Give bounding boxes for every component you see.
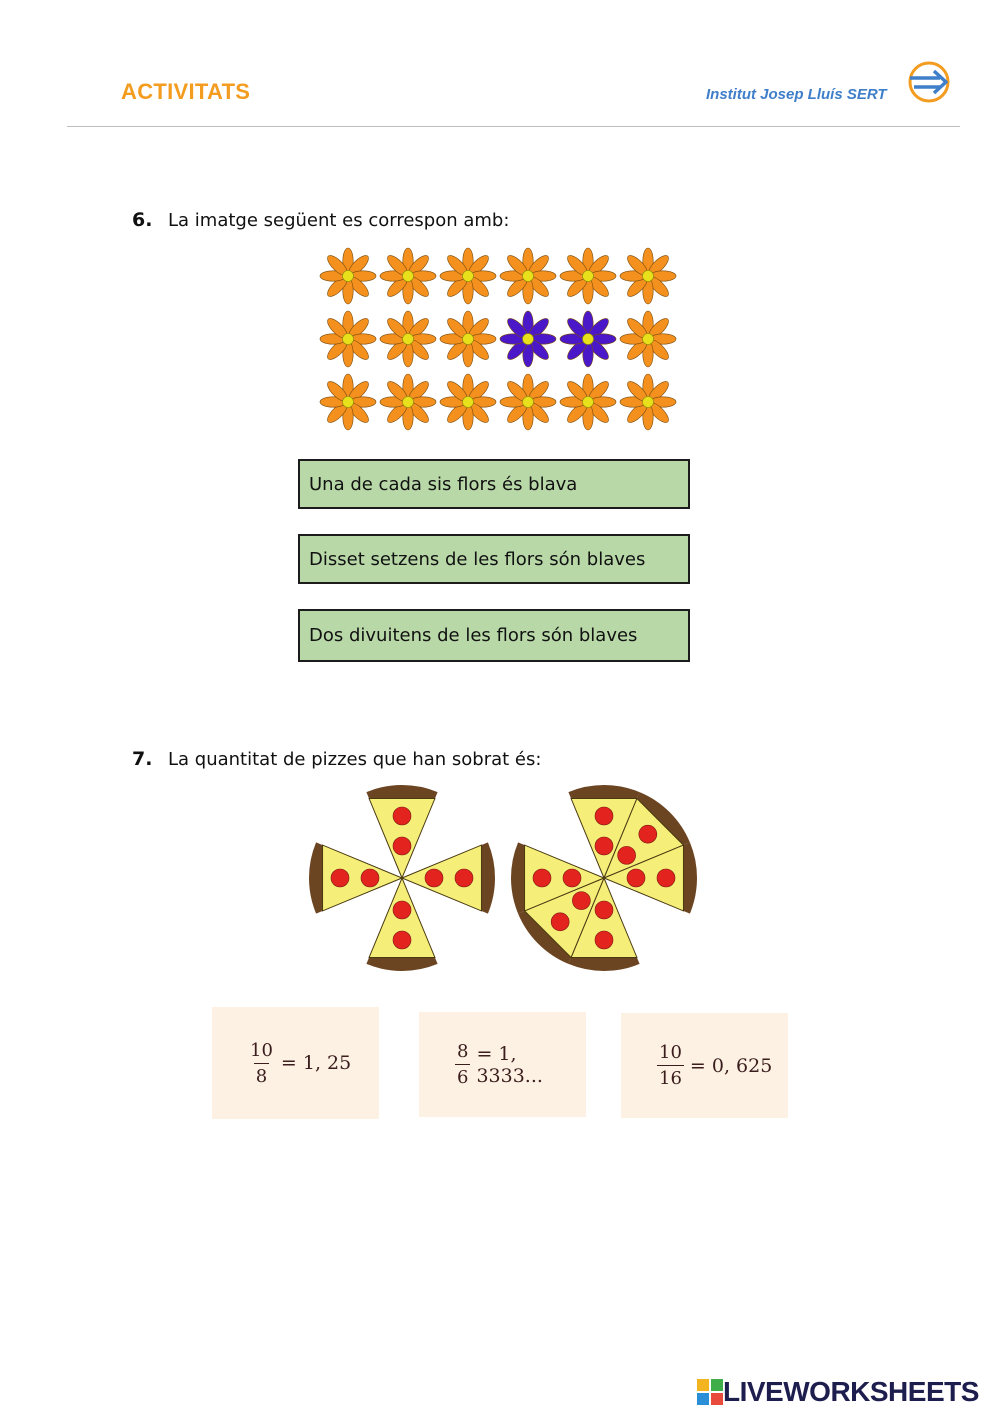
pizza-slice	[511, 842, 606, 914]
fraction-numerator: 10	[659, 1042, 682, 1063]
orange-flower	[499, 247, 557, 305]
fraction-numerator: 10	[250, 1039, 273, 1061]
liveworksheets-logo: LIVEWORKSHEETS	[697, 1376, 979, 1407]
q7-option-2[interactable]: 8 6 = 1, 3333...	[419, 1012, 586, 1117]
fraction-result: = 0, 625	[689, 1054, 773, 1077]
school-logo-icon	[908, 61, 950, 103]
liveworksheets-grid-icon	[697, 1379, 723, 1405]
orange-flower	[439, 373, 497, 431]
fraction-result: = 1, 3333...	[476, 1042, 543, 1087]
question-7-number: 7.	[132, 748, 153, 770]
fraction-denominator: 6	[455, 1064, 471, 1088]
orange-flower	[619, 310, 677, 368]
fraction: 10 8	[248, 1040, 275, 1087]
pizza-slice	[400, 842, 495, 914]
orange-flower	[379, 247, 437, 305]
header-divider	[67, 126, 960, 127]
orange-flower	[319, 373, 377, 431]
orange-flower	[559, 247, 617, 305]
question-7-text: La quantitat de pizzes que han sobrat és…	[168, 749, 542, 770]
q6-option-1[interactable]: Una de cada sis flors és blava	[298, 459, 690, 509]
school-name: Institut Josep Lluís SERT	[706, 86, 887, 103]
pizza-slice	[518, 877, 605, 964]
pizza-slice	[366, 876, 438, 971]
orange-flower	[499, 373, 557, 431]
orange-flower	[619, 247, 677, 305]
q6-option-3[interactable]: Dos divuitens de les flors són blaves	[298, 609, 690, 662]
fraction: 8 6	[455, 1041, 471, 1088]
blue-flower	[559, 310, 617, 368]
pizza-slice	[309, 842, 404, 914]
pizza-slice	[602, 842, 697, 914]
orange-flower	[319, 310, 377, 368]
orange-flower	[379, 310, 437, 368]
pizza-slice	[366, 785, 438, 880]
pizza	[511, 785, 697, 971]
orange-flower	[439, 310, 497, 368]
blue-flower	[499, 310, 557, 368]
liveworksheets-brand: LIVEWORKSHEETS	[723, 1376, 979, 1407]
orange-flower	[439, 247, 497, 305]
fraction-denominator: 8	[253, 1062, 270, 1087]
fraction-denominator: 16	[657, 1065, 684, 1089]
orange-flower	[319, 247, 377, 305]
orange-flower	[379, 373, 437, 431]
question-6-text: La imatge següent es correspon amb:	[168, 210, 510, 231]
orange-flower	[619, 373, 677, 431]
pizza	[309, 785, 495, 971]
pizza-illustration	[309, 785, 697, 971]
pizza-slice	[568, 876, 640, 971]
q7-option-3[interactable]: 10 16 = 0, 625	[621, 1013, 788, 1118]
pizza-slice	[603, 792, 690, 879]
q6-option-2[interactable]: Disset setzens de les flors són blaves	[298, 534, 690, 584]
header-title: ACTIVITATS	[121, 79, 251, 104]
fraction-numerator: 8	[457, 1041, 469, 1062]
orange-flower	[559, 373, 617, 431]
q7-option-1[interactable]: 10 8 = 1, 25	[212, 1007, 379, 1119]
flower-grid	[319, 247, 677, 431]
fraction-result: = 1, 25	[280, 1052, 352, 1074]
fraction: 10 16	[657, 1042, 684, 1089]
question-6-number: 6.	[132, 209, 153, 231]
